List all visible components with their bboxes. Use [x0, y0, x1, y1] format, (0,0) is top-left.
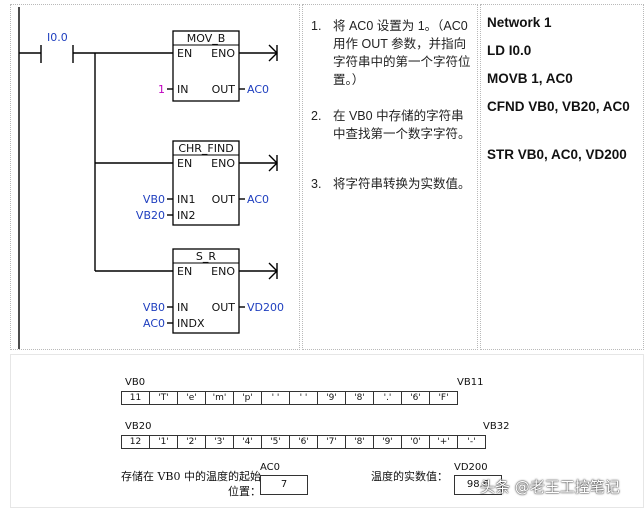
vd200-label: VD200 — [454, 462, 488, 473]
watermark: 头条 @老王工控笔记 — [480, 478, 620, 496]
in1-value: VB0 — [143, 193, 165, 206]
string-byte-cell: '2' — [177, 435, 206, 449]
out-value: VD200 — [247, 301, 284, 314]
block-title: MOV_B — [187, 32, 226, 45]
in2-pin: IN2 — [177, 209, 195, 222]
string-byte-cell: '-' — [457, 435, 486, 449]
real-value-note: 温度的实数值： — [371, 470, 448, 483]
indx-value: AC0 — [143, 317, 165, 330]
string-byte-cell: '9' — [373, 435, 402, 449]
en-pin: EN — [177, 265, 192, 278]
stl-line: MOVB 1, AC0 — [487, 71, 573, 86]
out-value: AC0 — [247, 83, 269, 96]
description-panel: 1. 将 AC0 设置为 1。（AC0 用作 OUT 参数，并指向字符串中的第一… — [302, 4, 478, 350]
string-byte-cell: 'm' — [205, 391, 234, 405]
string-byte-cell: '4' — [233, 435, 262, 449]
row2-end-label: VB32 — [483, 421, 510, 432]
in-value: 1 — [158, 83, 165, 96]
string-byte-cell: '8' — [345, 391, 374, 405]
step-number: 2. — [311, 109, 322, 123]
stl-line: Network 1 — [487, 15, 552, 30]
eno-pin: ENO — [211, 157, 235, 170]
string-byte-cell: '5' — [261, 435, 290, 449]
block-title: CHR_FIND — [178, 142, 233, 155]
step-number: 1. — [311, 19, 322, 33]
string-byte-cell: 11 — [121, 391, 150, 405]
eno-pin: ENO — [211, 265, 235, 278]
string-byte-cell: '1' — [149, 435, 178, 449]
string-byte-cell: '6' — [401, 391, 430, 405]
step-text: 将 AC0 设置为 1。（AC0 用作 OUT 参数，并指向字符串中的第一个字符… — [333, 19, 471, 87]
out-pin: OUT — [212, 193, 236, 206]
start-position-note: 存储在 VB0 中的温度的起始位置： — [120, 470, 261, 498]
in-value: VB0 — [143, 301, 165, 314]
string-byte-cell: '6' — [289, 435, 318, 449]
indx-pin: INDX — [177, 317, 205, 330]
row1-end-label: VB11 — [457, 377, 484, 388]
string-row-vb20: 12'1''2''3''4''5''6''7''8''9''0''+''-' — [121, 435, 486, 449]
in-pin: IN — [177, 83, 188, 96]
string-byte-cell: '.' — [373, 391, 402, 405]
row1-start-label: VB0 — [125, 377, 146, 388]
en-pin: EN — [177, 157, 192, 170]
stl-line: STR VB0, AC0, VD200 — [487, 147, 627, 162]
string-byte-cell: 12 — [121, 435, 150, 449]
ac0-label: AC0 — [260, 462, 281, 473]
string-byte-cell: '7' — [317, 435, 346, 449]
stl-line: LD I0.0 — [487, 43, 532, 58]
eno-arrow-icon — [268, 154, 278, 172]
eno-arrow-icon — [268, 44, 278, 62]
stl-line: CFND VB0, VB20, AC0 — [487, 99, 630, 114]
step-number: 3. — [311, 177, 322, 191]
string-byte-cell: 'e' — [177, 391, 206, 405]
string-byte-cell: '3' — [205, 435, 234, 449]
step-text: 将字符串转换为实数值。 — [333, 177, 471, 191]
string-row-vb0: 11'T''e''m''p'' '' ''9''8''.''6''F' — [121, 391, 458, 405]
eno-arrow-icon — [268, 262, 278, 280]
string-byte-cell: 'T' — [149, 391, 178, 405]
out-value: AC0 — [247, 193, 269, 206]
in2-value: VB20 — [136, 209, 165, 222]
vd200-value-box: 98.6 — [454, 475, 502, 495]
string-byte-cell: '0' — [401, 435, 430, 449]
out-pin: OUT — [212, 301, 236, 314]
ladder-diagram-panel: I0.0 MOV_B EN ENO IN OUT 1 AC0 CHR_FIND … — [10, 4, 300, 350]
string-byte-cell: '+' — [429, 435, 458, 449]
ac0-value-box: 7 — [260, 475, 308, 495]
eno-pin: ENO — [211, 47, 235, 60]
step-text: 在 VB0 中存储的字符串中查找第一个数字字符。 — [333, 109, 471, 141]
string-byte-cell: '9' — [317, 391, 346, 405]
en-pin: EN — [177, 47, 192, 60]
contact-label: I0.0 — [47, 31, 68, 44]
out-pin: OUT — [212, 83, 236, 96]
row2-start-label: VB20 — [125, 421, 152, 432]
string-byte-cell: ' ' — [261, 391, 290, 405]
s-r-block: S_R EN ENO IN INDX OUT — [172, 248, 240, 334]
string-byte-cell: 'p' — [233, 391, 262, 405]
stl-code-panel: Network 1 LD I0.0 MOVB 1, AC0 CFND VB0, … — [480, 4, 644, 350]
ladder-diagram: I0.0 MOV_B EN ENO IN OUT 1 AC0 CHR_FIND … — [18, 7, 284, 349]
string-byte-cell: ' ' — [289, 391, 318, 405]
string-byte-cell: '8' — [345, 435, 374, 449]
in-pin: IN — [177, 301, 188, 314]
mov-b-block: MOV_B EN ENO IN OUT — [172, 30, 240, 102]
memory-panel: VB0 VB11 11'T''e''m''p'' '' ''9''8''.''6… — [10, 354, 644, 508]
chr-find-block: CHR_FIND EN ENO IN1 IN2 OUT — [172, 140, 240, 226]
string-byte-cell: 'F' — [429, 391, 458, 405]
in1-pin: IN1 — [177, 193, 195, 206]
block-title: S_R — [196, 250, 216, 263]
